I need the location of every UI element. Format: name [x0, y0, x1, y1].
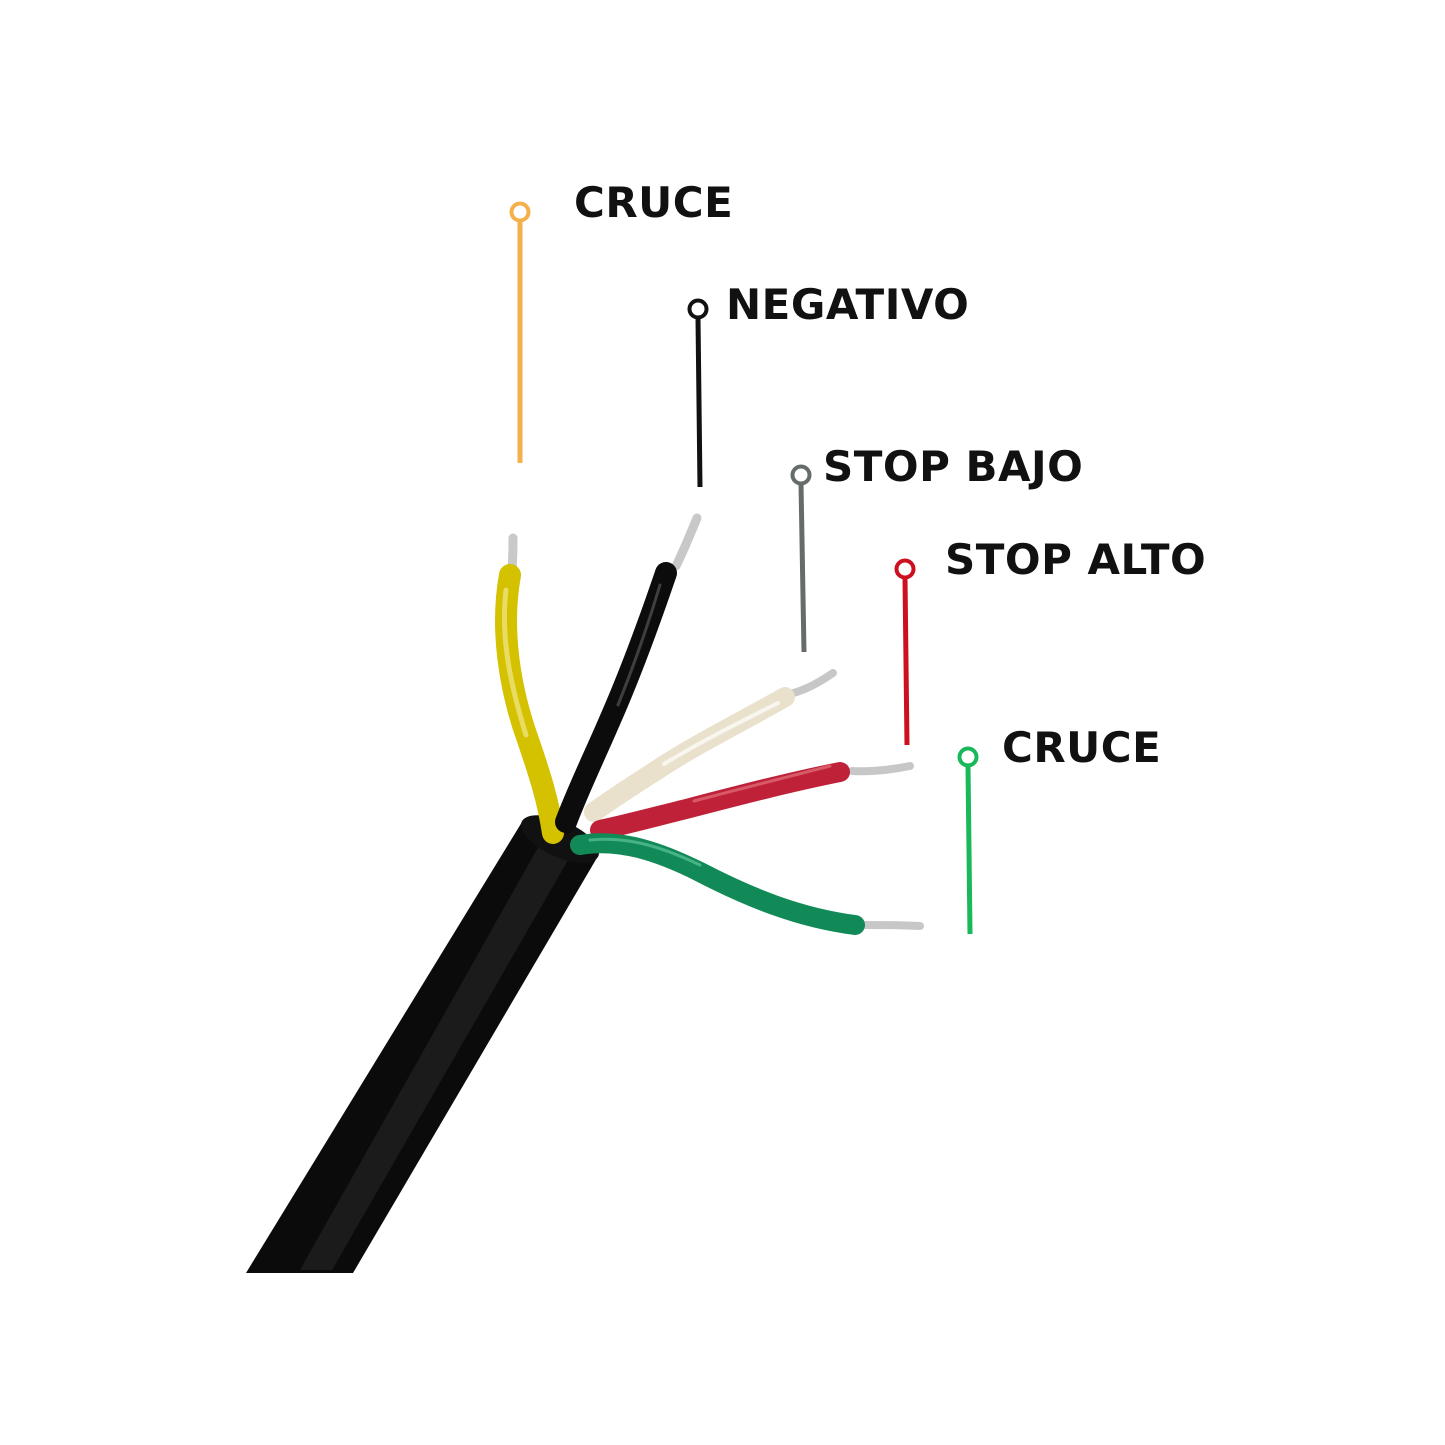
label-cruce-bottom: CRUCE	[1002, 723, 1162, 772]
pointer-cruce-bottom	[957, 746, 979, 935]
pointer-stop-alto	[894, 558, 916, 746]
label-cruce-top: CRUCE	[574, 178, 734, 227]
black-wire	[555, 513, 702, 833]
label-stop-bajo: STOP BAJO	[823, 442, 1084, 491]
label-stop-alto: STOP ALTO	[945, 535, 1207, 584]
white-wire	[584, 669, 837, 822]
red-wire	[590, 762, 914, 840]
label-negativo: NEGATIVO	[726, 280, 970, 329]
pointer-stop-bajo	[790, 464, 812, 653]
pointer-cruce-top	[509, 201, 531, 463]
cable-jacket	[246, 815, 600, 1273]
pointer-negativo	[687, 298, 709, 488]
green-wire	[570, 833, 924, 935]
yellow-wire	[495, 533, 564, 844]
